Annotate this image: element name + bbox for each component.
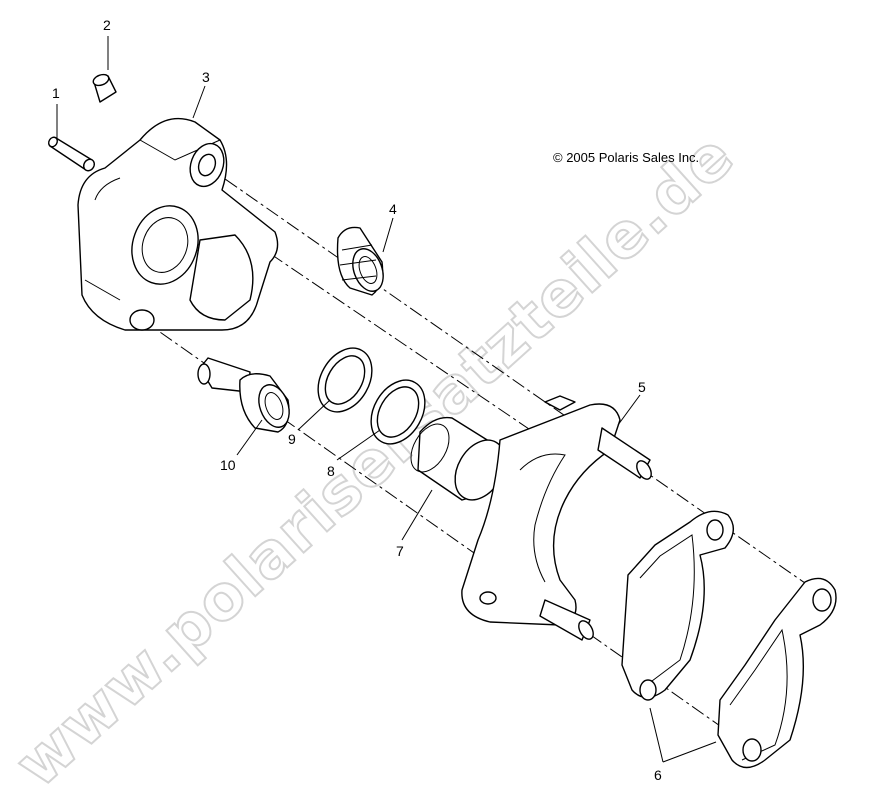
part-slide-pin bbox=[197, 357, 290, 433]
part-pin-boot bbox=[336, 226, 384, 296]
part-bleeder-screw bbox=[47, 136, 95, 172]
part-caliper-bracket bbox=[461, 395, 652, 641]
part-piston bbox=[410, 416, 506, 501]
part-brake-pad-lower bbox=[717, 577, 837, 769]
part-brake-pad-upper bbox=[621, 510, 734, 701]
callout-5: 5 bbox=[638, 379, 646, 395]
callouts: 1 2 3 4 5 6 7 8 9 10 bbox=[52, 17, 662, 783]
leader-lines bbox=[56, 36, 717, 763]
callout-4: 4 bbox=[389, 201, 397, 217]
part-dust-seal bbox=[370, 379, 426, 445]
part-piston-seal bbox=[317, 347, 373, 413]
callout-3: 3 bbox=[202, 69, 210, 85]
copyright-text: © 2005 Polaris Sales Inc. bbox=[553, 150, 699, 165]
callout-10: 10 bbox=[220, 457, 236, 473]
callout-6: 6 bbox=[654, 767, 662, 783]
callout-7: 7 bbox=[396, 543, 404, 559]
callout-9: 9 bbox=[288, 431, 296, 447]
callout-8: 8 bbox=[327, 463, 335, 479]
part-bleeder-cap bbox=[92, 73, 117, 103]
callout-2: 2 bbox=[103, 17, 111, 33]
part-caliper-housing bbox=[77, 117, 279, 331]
callout-1: 1 bbox=[52, 85, 60, 101]
